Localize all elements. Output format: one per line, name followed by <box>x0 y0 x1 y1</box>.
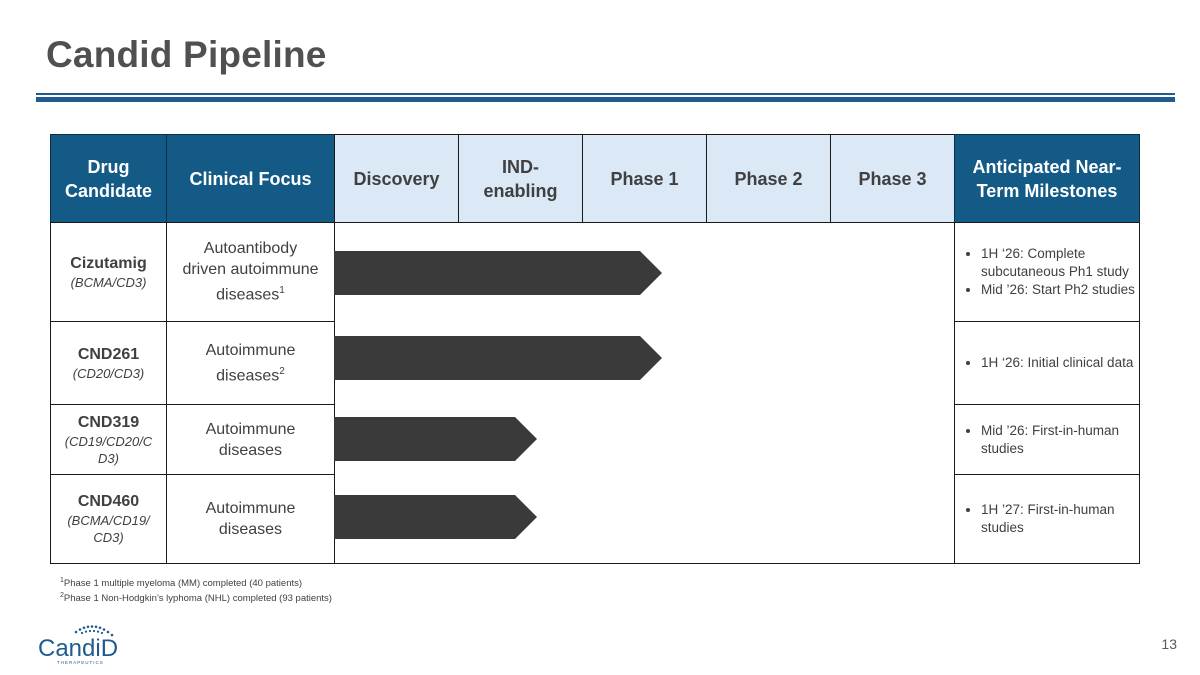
footnote-text: Phase 1 multiple myeloma (MM) completed … <box>63 578 303 590</box>
progress-arrow-cnd261 <box>334 336 662 380</box>
focus-line: Autoantibody <box>203 240 298 258</box>
footnotes: 1Phase 1 multiple myeloma (MM) completed… <box>60 575 332 605</box>
focus-cell-cnd261: Autoimmune diseases2 <box>166 321 335 405</box>
drug-cell-cizutamig: Cizutamig (BCMA/CD3) <box>50 222 167 322</box>
header-discovery-label: Discovery <box>353 168 440 189</box>
drug-name: CND319 <box>77 413 140 431</box>
header-milestones-line1: Anticipated Near- <box>972 156 1122 177</box>
header-phase3-label: Phase 3 <box>858 168 927 189</box>
title-rule-thin <box>36 93 1175 95</box>
milestone-item: 1H ‘26: Initial clinical data <box>981 354 1133 372</box>
footnote-mark: 2 <box>60 592 64 600</box>
milestones-cell-cnd460: 1H ’27: First-in-human studies <box>954 474 1140 564</box>
slide-title: Candid Pipeline <box>46 34 327 75</box>
header-milestones-line2: Term Milestones <box>976 180 1118 201</box>
focus-line: Autoimmune <box>205 420 296 438</box>
focus-line: driven autoimmune <box>182 261 319 279</box>
drug-target: CD3) <box>93 530 124 545</box>
logo-subtext: THERAPEUTICS <box>57 660 104 665</box>
footnote-2: 2Phase 1 Non-Hodgkin’s lyphoma (NHL) com… <box>60 590 332 605</box>
title-rule-thick <box>36 97 1175 102</box>
header-clinical-focus: Clinical Focus <box>166 134 335 223</box>
header-drug-line1: Drug <box>87 156 130 177</box>
drug-target: (BCMA/CD3) <box>70 274 147 290</box>
drug-cell-cnd460: CND460 (BCMA/CD19/ CD3) <box>50 474 167 564</box>
focus-line: diseases <box>218 441 283 459</box>
header-phase3: Phase 3 <box>830 134 955 223</box>
header-drug-line2: Candidate <box>64 180 152 201</box>
milestone-item: 1H ’27: First-in-human studies <box>981 501 1135 537</box>
milestones-cell-cizutamig: 1H ‘26: Complete subcutaneous Ph1 study … <box>954 222 1140 322</box>
logo-wordmark: CandiD <box>38 635 118 662</box>
header-phase1-label: Phase 1 <box>610 168 679 189</box>
footnote-1: 1Phase 1 multiple myeloma (MM) completed… <box>60 575 332 590</box>
footnote-ref: 2 <box>279 365 285 377</box>
milestone-item: 1H ‘26: Complete subcutaneous Ph1 study <box>981 245 1135 281</box>
drug-name: CND460 <box>77 493 140 510</box>
header-ind-line1: IND- <box>501 156 539 177</box>
milestones-cell-cnd261: 1H ‘26: Initial clinical data <box>954 321 1140 405</box>
drug-target: (CD20/CD3) <box>72 365 145 381</box>
drug-name: Cizutamig <box>70 254 147 272</box>
footnote-ref: 1 <box>279 285 285 297</box>
header-discovery: Discovery <box>334 134 459 223</box>
focus-cell-cizutamig: Autoantibody driven autoimmune diseases1 <box>166 222 335 322</box>
focus-cell-cnd319: Autoimmune diseases <box>166 404 335 475</box>
header-phase2: Phase 2 <box>706 134 831 223</box>
drug-cell-cnd319: CND319 (CD19/CD20/C D3) <box>50 404 167 475</box>
drug-target: (BCMA/CD19/ <box>67 513 150 528</box>
footnote-text: Phase 1 Non-Hodgkin’s lyphoma (NHL) comp… <box>63 593 332 605</box>
header-milestones: Anticipated Near- Term Milestones <box>954 134 1140 223</box>
drug-target: (CD19/CD20/C <box>64 433 153 449</box>
milestone-item: Mid ’26: Start Ph2 studies <box>981 281 1135 299</box>
focus-cell-cnd460: Autoimmune diseases <box>166 474 335 564</box>
drug-name: CND261 <box>77 345 140 363</box>
milestone-item: Mid ’26: First-in-human studies <box>981 422 1135 458</box>
header-phase1: Phase 1 <box>582 134 707 223</box>
milestones-cell-cnd319: Mid ’26: First-in-human studies <box>954 404 1140 475</box>
header-ind-enabling: IND-enabling <box>458 134 583 223</box>
drug-target: D3) <box>98 450 119 466</box>
focus-line: diseases <box>216 286 280 304</box>
focus-line: diseases <box>216 367 280 385</box>
page-number: 13 <box>1161 636 1177 652</box>
progress-arrow-cnd460 <box>334 495 537 539</box>
progress-arrow-cnd319 <box>334 417 537 461</box>
header-clinical-focus-label: Clinical Focus <box>189 168 312 189</box>
progress-arrow-cizutamig <box>334 251 662 295</box>
drug-cell-cnd261: CND261 (CD20/CD3) <box>50 321 167 405</box>
focus-line: Autoimmune <box>205 500 296 517</box>
focus-line: diseases <box>218 521 283 538</box>
header-phase2-label: Phase 2 <box>734 168 803 189</box>
candid-logo: CandiD THERAPEUTICS <box>38 625 118 665</box>
header-ind-line2: enabling <box>483 180 558 201</box>
footnote-mark: 1 <box>60 577 64 584</box>
focus-line: Autoimmune <box>205 341 296 359</box>
